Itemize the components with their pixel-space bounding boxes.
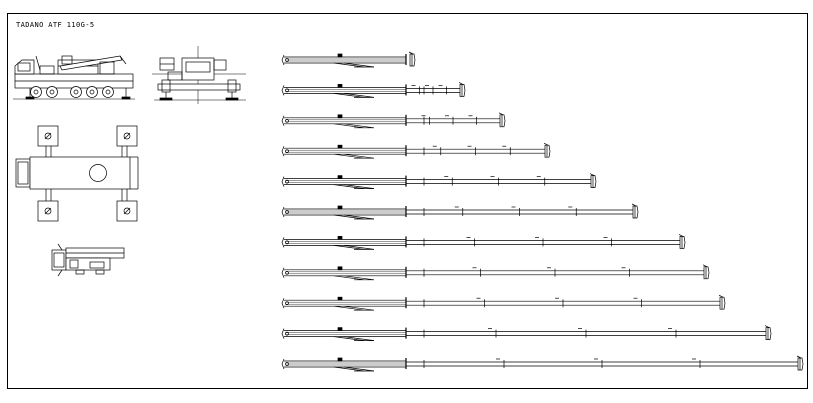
boom-row (281, 173, 597, 189)
boom-configurations (281, 51, 804, 372)
boom-row (281, 51, 416, 68)
border-frame (7, 13, 808, 389)
top-view-crane (51, 243, 125, 277)
boom-row (281, 142, 551, 159)
boom-row (281, 325, 772, 341)
boom-row (281, 264, 710, 281)
rear-view-crane (152, 46, 246, 104)
boom-row (281, 234, 686, 250)
boom-row (281, 112, 506, 129)
outrigger-plan-view (15, 125, 139, 222)
boom-row (281, 203, 639, 220)
boom-row (281, 82, 466, 98)
drawing-title: TADANO ATF 110G-5 (16, 21, 95, 29)
side-view-crane (13, 55, 135, 100)
boom-row (281, 355, 804, 372)
boom-row (281, 294, 726, 311)
